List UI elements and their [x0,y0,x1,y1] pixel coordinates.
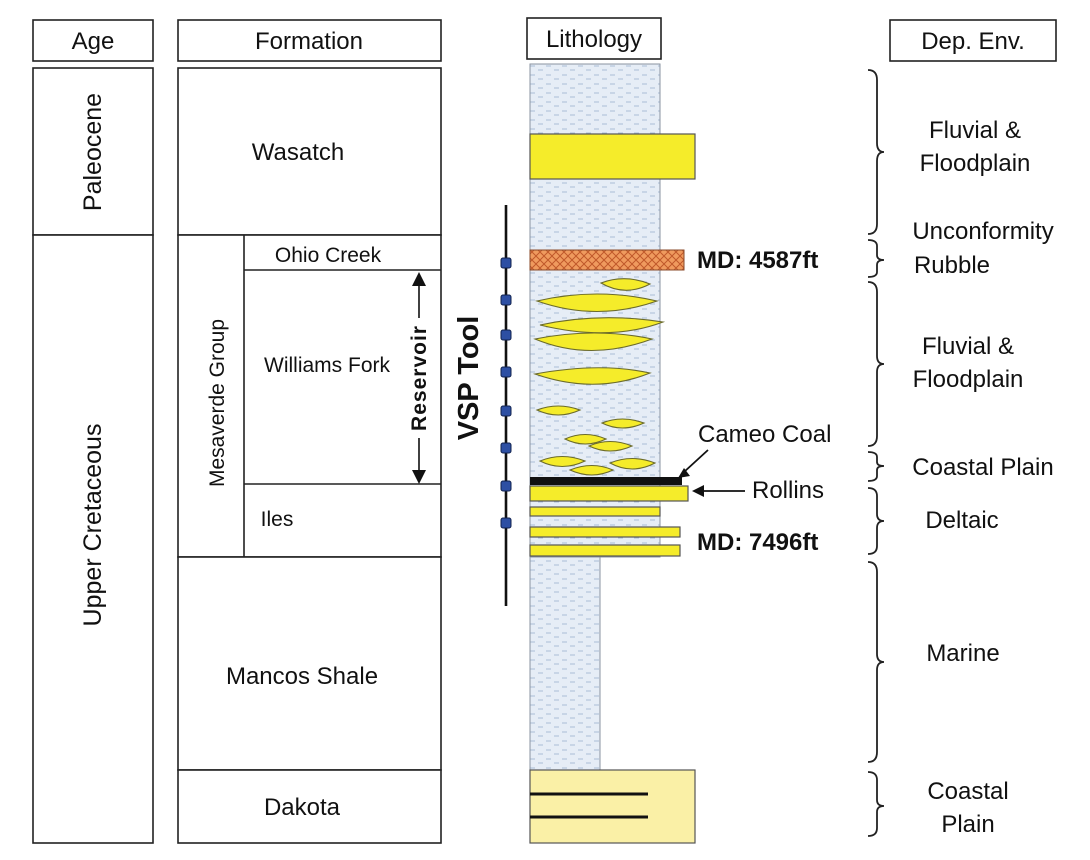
mancos-shale-fill [529,556,601,771]
header-row: Age Formation Lithology Dep. Env. [32,17,1057,62]
age-column: Paleocene Upper Cretaceous [32,67,154,844]
dep-env-column: Fluvial & Floodplain Unconformity Rubble… [867,69,1054,838]
marine-label: Marine [926,640,999,667]
lithology-header: Lithology [546,26,642,53]
vsp-tool-label: VSP Tool [453,316,485,441]
vsp-receiver-node [500,442,512,454]
coastal-plain-1-label: Coastal Plain [912,454,1053,481]
mesaverde-group-label: Mesaverde Group [206,319,229,487]
dakota-sand-body [529,769,696,844]
iles-label: Iles [261,508,294,531]
fluvial-2-brace [867,281,885,447]
fluvial-1-line-2: Floodplain [920,150,1031,177]
vsp-receiver-node [500,405,512,417]
vsp-receiver-node [500,294,512,306]
formation-header: Formation [255,28,363,55]
coastal-plain-1-brace [867,451,885,482]
marine-brace [867,561,885,763]
deltaic-label: Deltaic [925,507,998,534]
cameo-coal-label: Cameo Coal [698,421,831,448]
dep-env-header: Dep. Env. [921,28,1025,55]
ohio-creek-label: Ohio Creek [275,244,382,267]
formation-column: Wasatch Mesaverde Group Ohio Creek Willi… [177,67,442,844]
age-header: Age [72,28,115,55]
vsp-receiver-node [500,366,512,378]
dakota-box [177,769,442,844]
dakota-label: Dakota [264,794,341,821]
lithology-column [529,63,696,844]
wasatch-label: Wasatch [252,139,344,166]
md-bottom-label: MD: 7496ft [697,529,818,556]
vsp-receiver-node [500,257,512,269]
formation-header-box [177,19,442,62]
mesaverde-box [177,234,442,558]
md-top-label: MD: 4587ft [697,247,818,274]
williams-fork-label: Williams Fork [264,354,390,377]
unconformity-line-2: Rubble [914,252,990,279]
coastal-plain-2-line-1: Coastal [927,778,1008,805]
lithology-header-box [526,17,662,60]
upper-cretaceous-box [32,234,154,844]
iles-sand-bed-1 [529,506,661,517]
upper-cretaceous-label: Upper Cretaceous [79,424,107,627]
fluvial-2-line-2: Floodplain [913,366,1024,393]
lithology-annotations: MD: 4587ft MD: 7496ft Cameo Coal Rollins [678,247,831,556]
wasatch-sand-bed [529,133,696,180]
paleocene-box [32,67,154,236]
fluvial-2-line-1: Fluvial & [922,333,1014,360]
unconformity-brace [867,239,885,278]
fluvial-1-brace [867,69,885,235]
vsp-receiver-node [500,517,512,529]
unconformity-line-1: Unconformity [912,218,1053,245]
coastal-plain-2-line-2: Plain [941,811,994,838]
coastal-plain-2-brace [867,771,885,837]
rollins-label: Rollins [752,477,824,504]
fluvial-1-line-1: Fluvial & [929,117,1021,144]
mancos-shale-label: Mancos Shale [226,663,378,690]
reservoir-arrow: Reservoir [408,272,431,484]
reservoir-label: Reservoir [408,325,431,431]
unconformity-rubble-bed [529,249,685,271]
deltaic-brace [867,487,885,555]
cameo-coal-bed [530,477,682,485]
rollins-sand-bed [529,485,689,502]
mancos-box [177,556,442,771]
vsp-receiver-node [500,329,512,341]
dep-env-header-box [889,19,1057,62]
age-header-box [32,19,154,62]
vsp-tool-receivers [500,257,512,529]
williams-fork-sand-lenses [532,278,666,476]
vsp-receiver-node [500,480,512,492]
vsp-tool: VSP Tool [453,205,512,606]
iles-sand-bed-2 [529,526,681,538]
paleocene-label: Paleocene [79,93,107,211]
cameo-coal-pointer [683,449,709,473]
iles-sand-bed-3 [529,544,681,557]
